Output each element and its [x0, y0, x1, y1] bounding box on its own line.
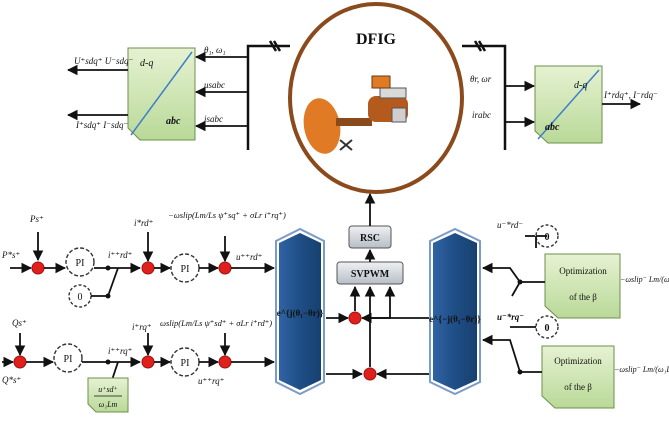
irq-label: i⁺rq⁺ [132, 322, 152, 332]
ird-ref-label: i*rd⁺ [134, 218, 154, 228]
svg-text:0: 0 [545, 232, 550, 243]
urd-label: u⁺⁺rd⁺ [236, 252, 263, 262]
svg-text:0: 0 [545, 323, 550, 334]
qs-label: Qs⁺ [12, 318, 27, 328]
u-rd-neg-label: u⁻*rd⁻ [497, 220, 523, 230]
svg-text:Optimization: Optimization [559, 266, 607, 276]
sum-d-out [348, 311, 362, 325]
u-out-label: U⁺sdq⁺ U⁻sdq⁻ [74, 56, 134, 66]
stator-bus [246, 40, 290, 150]
sum-urq [218, 355, 232, 369]
zero-d: 0 [68, 284, 92, 308]
zero-neg-q: 0 [535, 315, 559, 339]
grid-transform-dq: d-q [140, 58, 153, 69]
grid-side-transform: d-q abc [127, 47, 196, 141]
thetar-label: θr, ωr [470, 74, 492, 84]
neg-seq-wires [481, 235, 547, 373]
d-comp-label: −ωslip(Lm/Ls ψ⁺sq⁺ + σLr i⁺rq⁺) [168, 210, 286, 220]
qs-ref-label: Q*s⁺ [2, 375, 22, 385]
urq-label: u⁺⁺rq⁺ [198, 376, 225, 386]
grid-transform-abc: abc [166, 116, 181, 127]
svg-text:0: 0 [78, 292, 83, 303]
isabc-label: isabc [204, 114, 223, 124]
i-out-label: I⁺sdq⁺ I⁻sdq⁻ [75, 120, 129, 130]
sum-qs [13, 355, 27, 369]
pi-d-inner: PI [170, 253, 200, 283]
ps-label: Ps⁺ [29, 214, 44, 224]
usabc-label: usabc [204, 80, 225, 90]
svg-text:Optimization: Optimization [554, 356, 602, 366]
dfig-title: DFIG [356, 31, 397, 48]
gain2-label: −ωslip⁻ Lm/(ω₁Ls) [614, 365, 669, 374]
ps-ref-label: P*s⁺ [1, 250, 21, 260]
svg-text:PI: PI [64, 354, 73, 365]
hex-right: e^{−j(θ₁−θr)} [429, 227, 481, 396]
svg-text:PI: PI [181, 264, 190, 275]
hex-left: e^{j(θ₁−θr)} [275, 227, 325, 396]
sum-ps [31, 261, 45, 275]
center-wires [326, 285, 429, 380]
hex-right-label: e^{−j(θ₁−θr)} [429, 314, 481, 324]
pi-q-outer: PI [53, 343, 83, 373]
rotor-transform-dq: d-q [574, 80, 587, 91]
ird-ref2-label: i⁺⁺rd⁺ [108, 250, 133, 260]
gain1-label: −ωslip⁻ Lm/(ω₁Ls) [620, 275, 669, 284]
d-axis-wires [10, 232, 276, 297]
q-comp-label: ωslip(Lm/Ls ψ⁺sd⁺ + σLr i⁺rd⁺) [160, 318, 272, 328]
sum-ird [141, 261, 155, 275]
svpwm-block: SVPWM [336, 261, 404, 285]
q-axis-wires [2, 333, 276, 393]
sum-q-out [363, 367, 377, 381]
theta1-label: θ₁, ω₁ [204, 45, 226, 55]
pi-d-outer: PI [65, 247, 95, 277]
sum-urd [218, 261, 232, 275]
feedforward-block: u⁺sd⁺ ω₁Lm [87, 377, 129, 413]
irq-ref-label: i⁺⁺rq⁺ [108, 346, 133, 356]
opt-block-1: Optimization of the β [544, 253, 621, 319]
hex-left-label: e^{j(θ₁−θr)} [277, 308, 324, 318]
opt-block-2: Optimization of the β [541, 345, 615, 409]
rsc-block: RSC [348, 225, 392, 249]
svg-text:of the β: of the β [564, 382, 592, 392]
svg-text:PI: PI [181, 358, 190, 369]
ff-numerator: u⁺sd⁺ [98, 385, 118, 394]
svg-text:of the β: of the β [569, 292, 597, 302]
rotor-out-label: I⁺rdq⁺, I⁻rdq⁻ [603, 90, 658, 100]
svg-text:RSC: RSC [360, 233, 380, 244]
ff-denominator: ω₁Lm [99, 400, 118, 409]
svg-text:SVPWM: SVPWM [351, 269, 390, 280]
u-rq-neg-label: u⁻*rq⁻ [497, 312, 524, 322]
rotor-transform-abc: abc [545, 122, 560, 133]
generator-icon [303, 75, 408, 154]
rotor-bus [462, 40, 507, 150]
sum-irq [141, 355, 155, 369]
irabc-label: irabc [472, 110, 491, 120]
svg-text:PI: PI [76, 258, 85, 269]
rotor-side-transform: d-q abc [534, 65, 603, 144]
pi-q-inner: PI [170, 347, 200, 377]
